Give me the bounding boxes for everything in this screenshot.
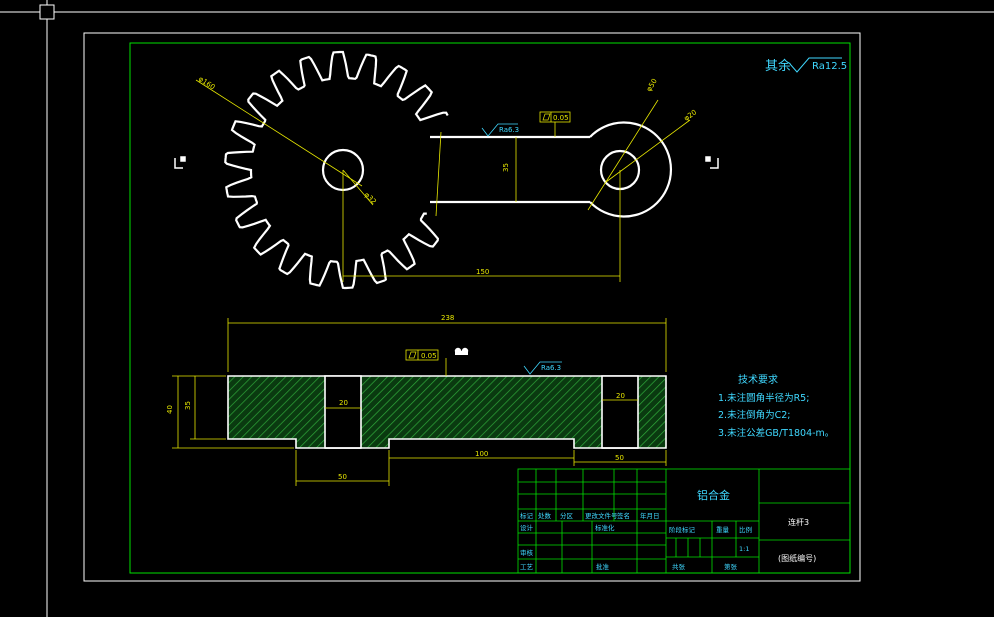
sheet-no-label: 第张 (724, 562, 738, 571)
dim-arm-width: 35 (502, 163, 510, 172)
roughness-symbol-icon (789, 57, 842, 73)
outer-frame (83, 32, 861, 582)
dim-slot-1: 20 (339, 399, 348, 407)
drawing-number-label: (图纸编号) (778, 553, 816, 563)
gear-outline (224, 50, 449, 290)
title-block-text: 铝合金 连杆3 (图纸编号) 1:1 标记 处数 分区 更改文件号 签名 年月日… (520, 488, 816, 571)
dim-gear-bore: φ32 (363, 191, 378, 206)
rest-surface-label: 其余 (765, 58, 791, 74)
ratio-label: 比例 (739, 525, 752, 534)
technical-requirements: 技术要求 1.未注圆角半径为R5; 2.未注倒角为C2; 3.未注公差GB/T1… (718, 373, 834, 439)
inner-frame (129, 42, 851, 574)
material-label: 铝合金 (697, 488, 730, 502)
hub-outline (589, 121, 673, 218)
dim-step-left: 50 (338, 473, 347, 481)
design-label: 设计 (520, 523, 534, 532)
top-view: φ160 φ32 35 150 φ50 φ20 Ra6.3 0.05 (195, 50, 699, 290)
row-label-doc: 更改文件号 (585, 511, 618, 520)
dim-slot-2: 20 (616, 392, 625, 400)
scale-value: 1:1 (739, 545, 749, 553)
row-label-sign: 签名 (617, 511, 630, 520)
row-label-count: 处数 (538, 511, 552, 520)
arm-roughness-icon (481, 123, 518, 137)
section-hatch (227, 375, 667, 449)
datum-symbol-icon (454, 347, 469, 355)
dim-hub-bore: φ20 (683, 108, 699, 122)
process-label: 工艺 (520, 563, 534, 571)
row-label-date: 年月日 (640, 511, 660, 520)
section-marker-left (174, 156, 186, 169)
row-label-zone: 分区 (560, 511, 574, 520)
part-name-label: 连杆3 (788, 517, 809, 527)
approve-label: 批准 (596, 562, 610, 571)
weight-label: 重量 (716, 526, 730, 534)
flatness-icon (542, 113, 551, 121)
flatness-frame: 0.05 (539, 111, 571, 137)
row-label-mark: 标记 (520, 511, 534, 520)
parallelism-value: 0.05 (421, 352, 437, 360)
dim-hub-od: φ50 (645, 77, 659, 93)
dim-center-distance: 150 (476, 268, 489, 276)
dim-step-mid: 100 (475, 450, 488, 458)
requirement-item-2: 2.未注倒角为C2; (718, 409, 790, 421)
dim-height-total: 40 (166, 405, 174, 414)
dim-gear-od: φ160 (197, 75, 216, 92)
hub-bore-slot (601, 375, 639, 449)
stage-label: 阶段标记 (669, 525, 696, 534)
section-marker-right (705, 156, 719, 169)
front-roughness-icon (523, 361, 562, 375)
dim-height-inner: 35 (184, 401, 192, 410)
requirement-item-1: 1.未注圆角半径为R5; (718, 392, 809, 404)
sheets-total-label: 共张 (672, 562, 686, 571)
requirement-item-3: 3.未注公差GB/T1804-m。 (718, 427, 834, 439)
front-view: 238 40 35 20 20 50 100 50 0.05 Ra6.3 (166, 314, 667, 486)
requirements-title: 技术要求 (738, 373, 778, 386)
arm-surface-finish: Ra6.3 (499, 126, 519, 134)
dim-step-right: 50 (615, 454, 624, 462)
rest-surface-finish: 其余 Ra12.5 (765, 57, 847, 74)
front-surface-finish: Ra6.3 (541, 364, 561, 372)
review-label: 审核 (520, 548, 534, 557)
dim-overall-length: 238 (441, 314, 454, 322)
parallelism-icon (408, 351, 417, 359)
parallelism-frame: 0.05 (405, 349, 439, 361)
rest-surface-value: Ra12.5 (812, 61, 847, 72)
standardize-label: 标准化 (595, 523, 615, 532)
flatness-value: 0.05 (553, 114, 569, 122)
gear-bore-slot (324, 375, 362, 449)
title-block (517, 468, 851, 574)
